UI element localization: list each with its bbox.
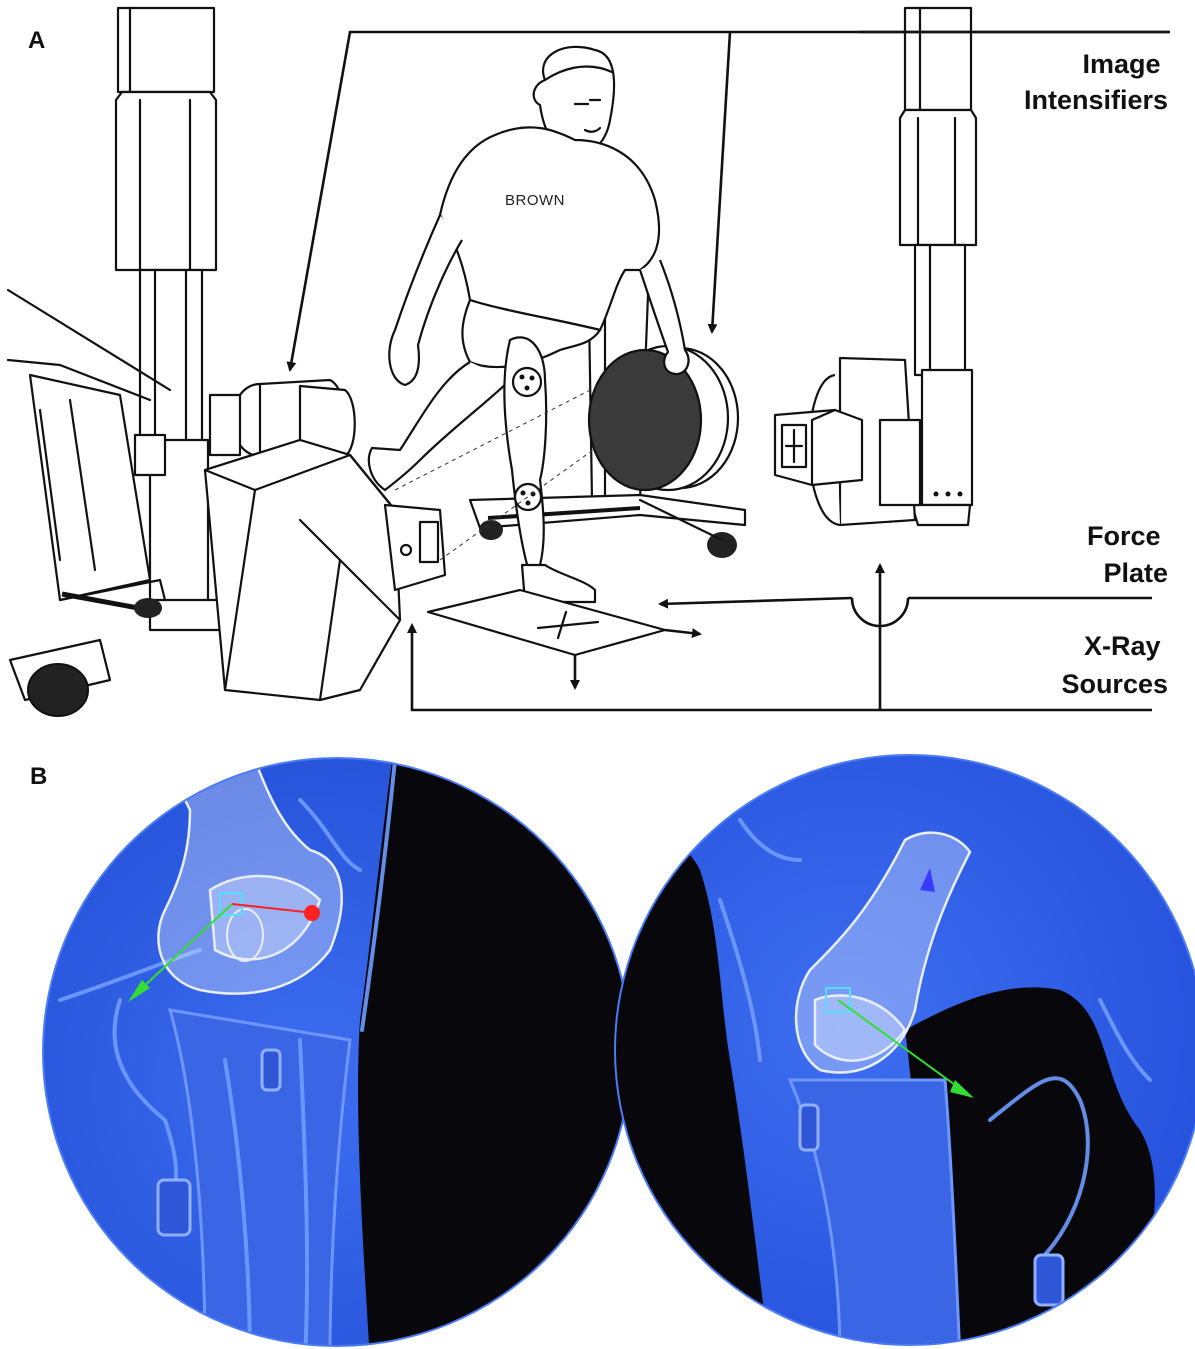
panel-a: A <box>8 8 1170 716</box>
force-plate-leader <box>660 598 1152 626</box>
panel-b: B <box>30 752 1195 1349</box>
label-xray-sources: X-Ray Sources <box>1061 631 1168 699</box>
right-xray-source <box>775 410 862 485</box>
left-knee-view <box>40 755 640 1349</box>
right-knee-view <box>612 752 1195 1349</box>
panel-b-letter: B <box>30 763 47 790</box>
panel-a-letter: A <box>28 27 45 54</box>
center-image-intensifier <box>589 346 738 490</box>
label-force-plate: Force Plate <box>1087 521 1168 588</box>
left-xray-source <box>205 440 445 700</box>
label-image-intensifiers: Image Intensifiers <box>1024 49 1168 115</box>
shirt-text: BROWN <box>505 192 565 209</box>
force-plate <box>428 590 700 688</box>
